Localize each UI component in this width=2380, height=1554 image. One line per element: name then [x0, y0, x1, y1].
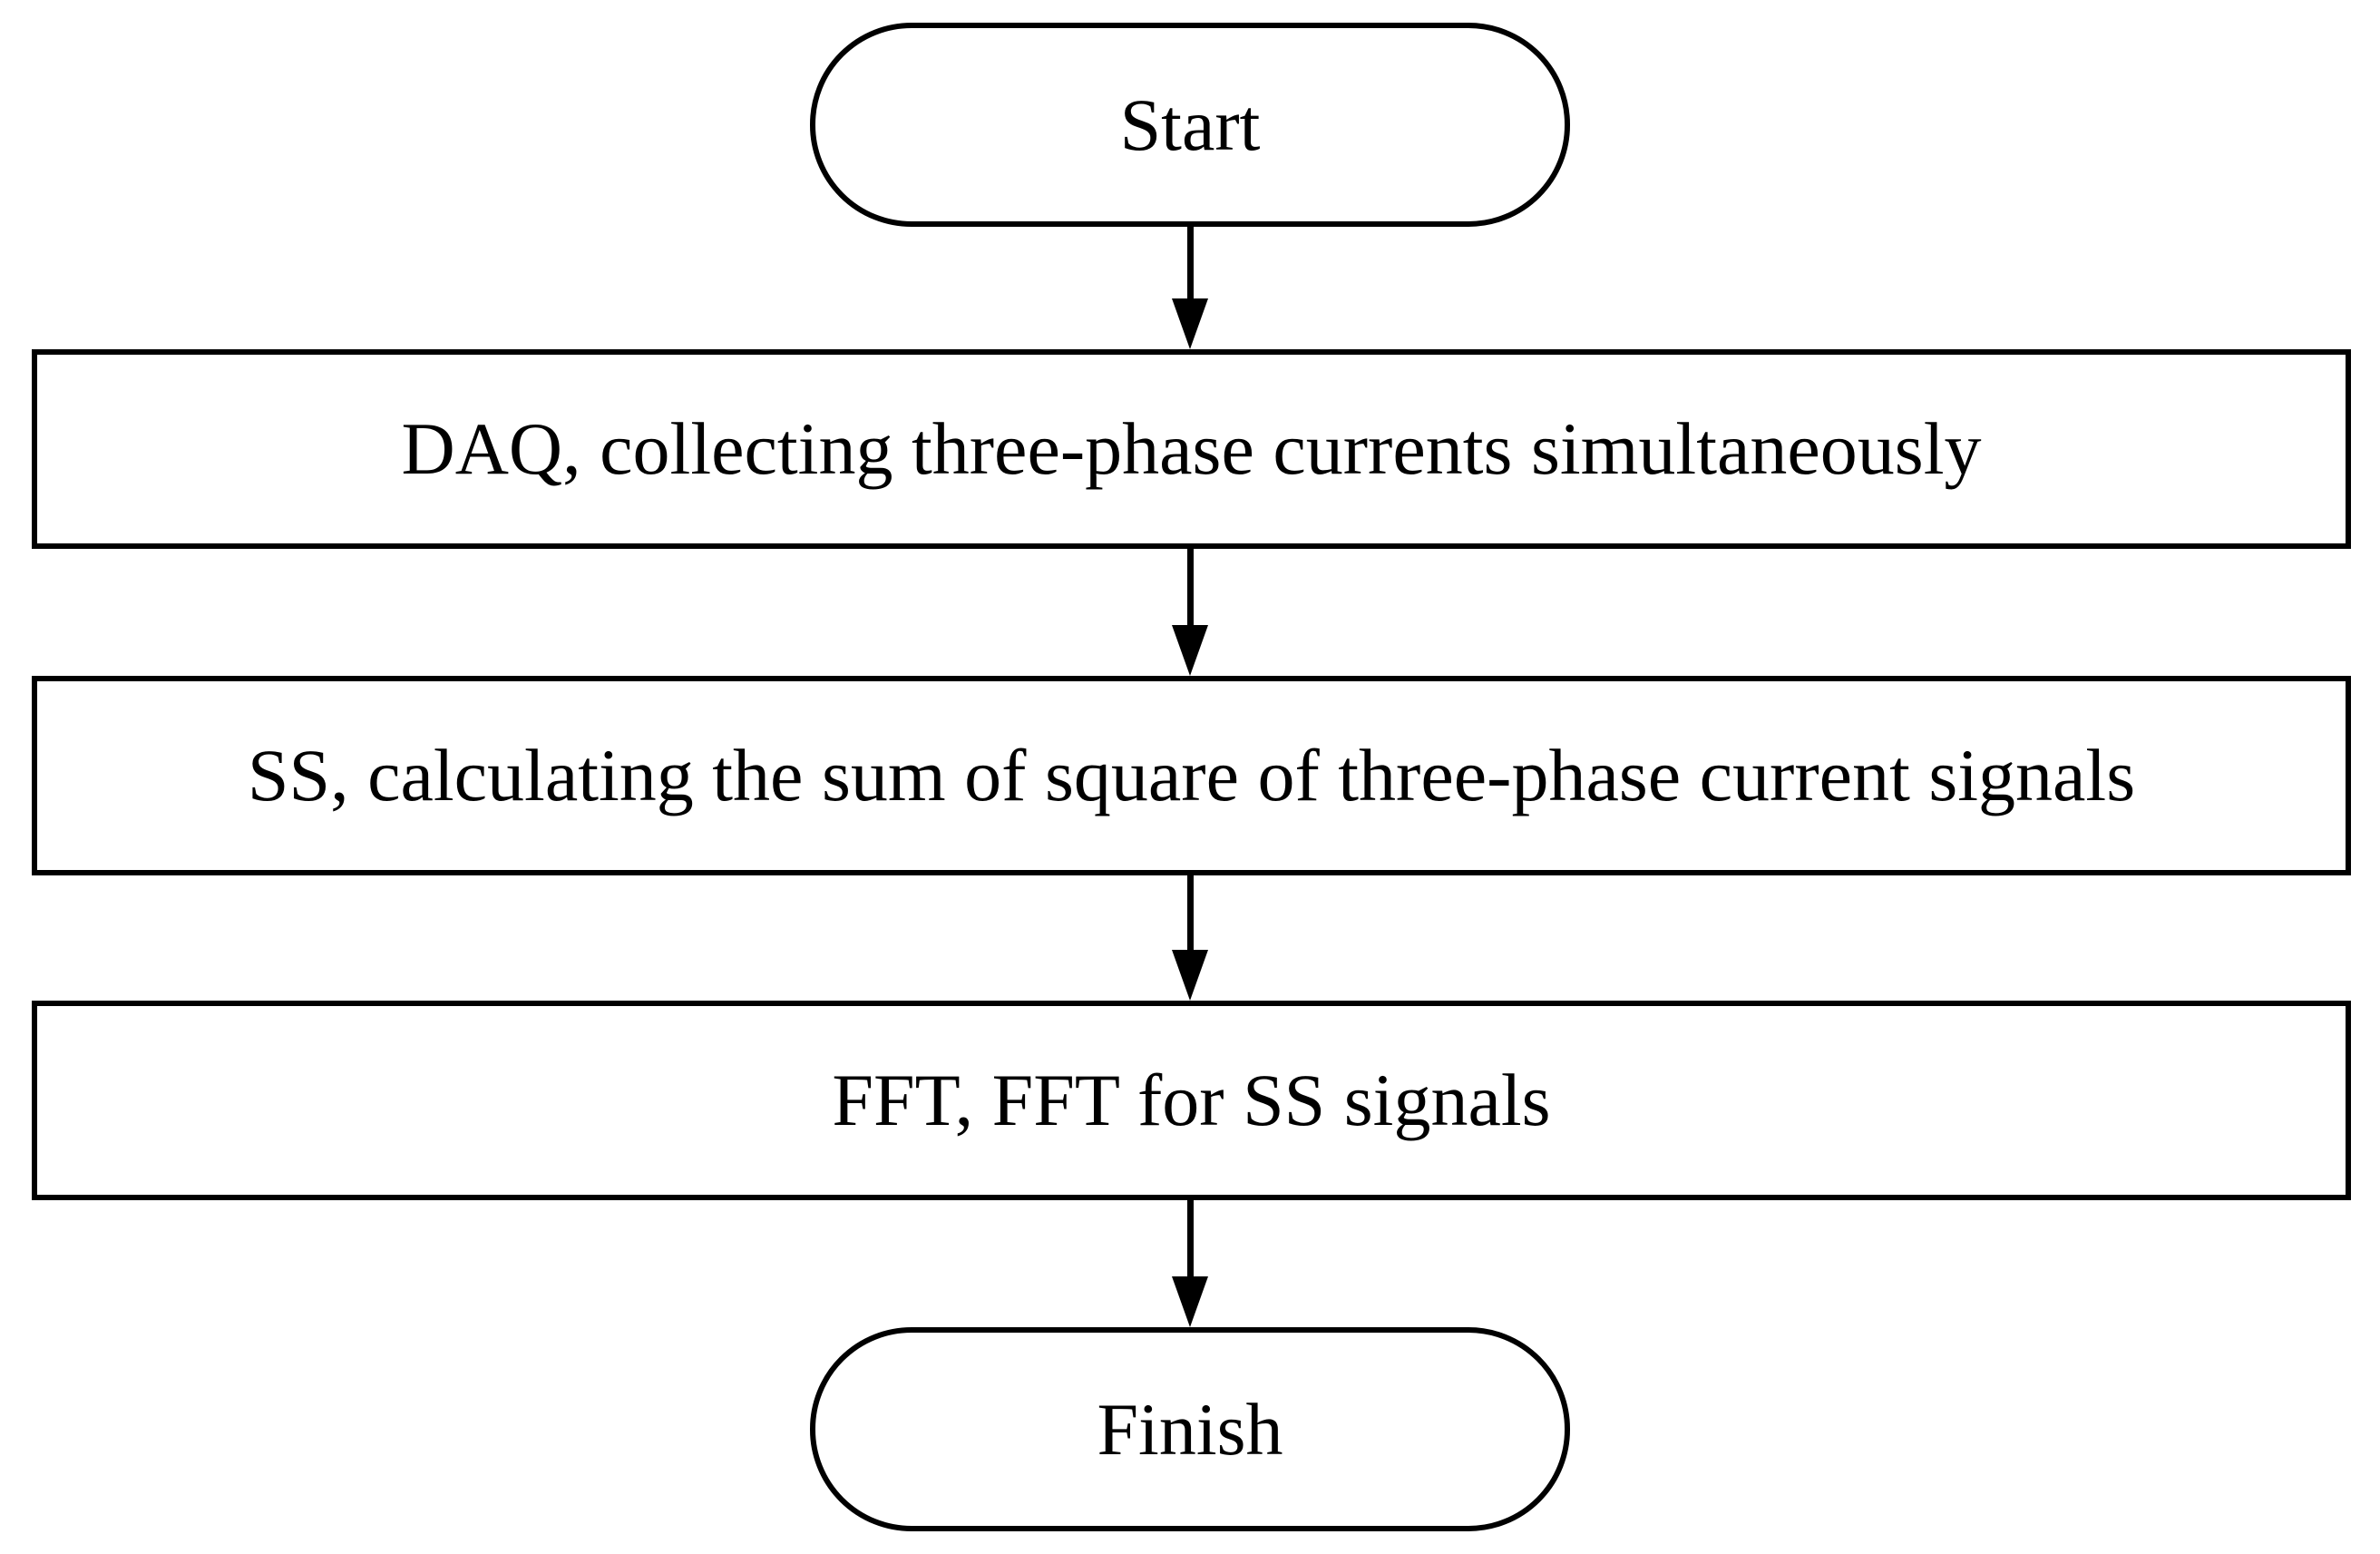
connector-line [1187, 1200, 1194, 1279]
start-label: Start [1119, 83, 1261, 166]
process-step-ss: SS, calculating the sum of square of thr… [32, 676, 2351, 875]
arrow-start-to-daq [1172, 227, 1208, 349]
start-terminal: Start [810, 23, 1570, 227]
arrow-head [1172, 625, 1208, 676]
step-label-fft: FFT, FFT for SS signals [832, 1059, 1551, 1141]
step-label-ss: SS, calculating the sum of square of thr… [247, 734, 2136, 816]
arrow-head [1172, 1276, 1208, 1327]
finish-terminal: Finish [810, 1327, 1570, 1531]
step-label-daq: DAQ, collecting three-phase currents sim… [401, 407, 1982, 490]
process-step-daq: DAQ, collecting three-phase currents sim… [32, 349, 2351, 549]
connector-line [1187, 875, 1194, 953]
arrow-daq-to-ss [1172, 549, 1208, 676]
process-step-fft: FFT, FFT for SS signals [32, 1001, 2351, 1200]
arrow-ss-to-fft [1172, 875, 1208, 1001]
arrow-head [1172, 950, 1208, 1001]
arrow-fft-to-finish [1172, 1200, 1208, 1327]
finish-label: Finish [1097, 1387, 1283, 1471]
arrow-head [1172, 298, 1208, 349]
connector-line [1187, 227, 1194, 301]
connector-line [1187, 549, 1194, 628]
